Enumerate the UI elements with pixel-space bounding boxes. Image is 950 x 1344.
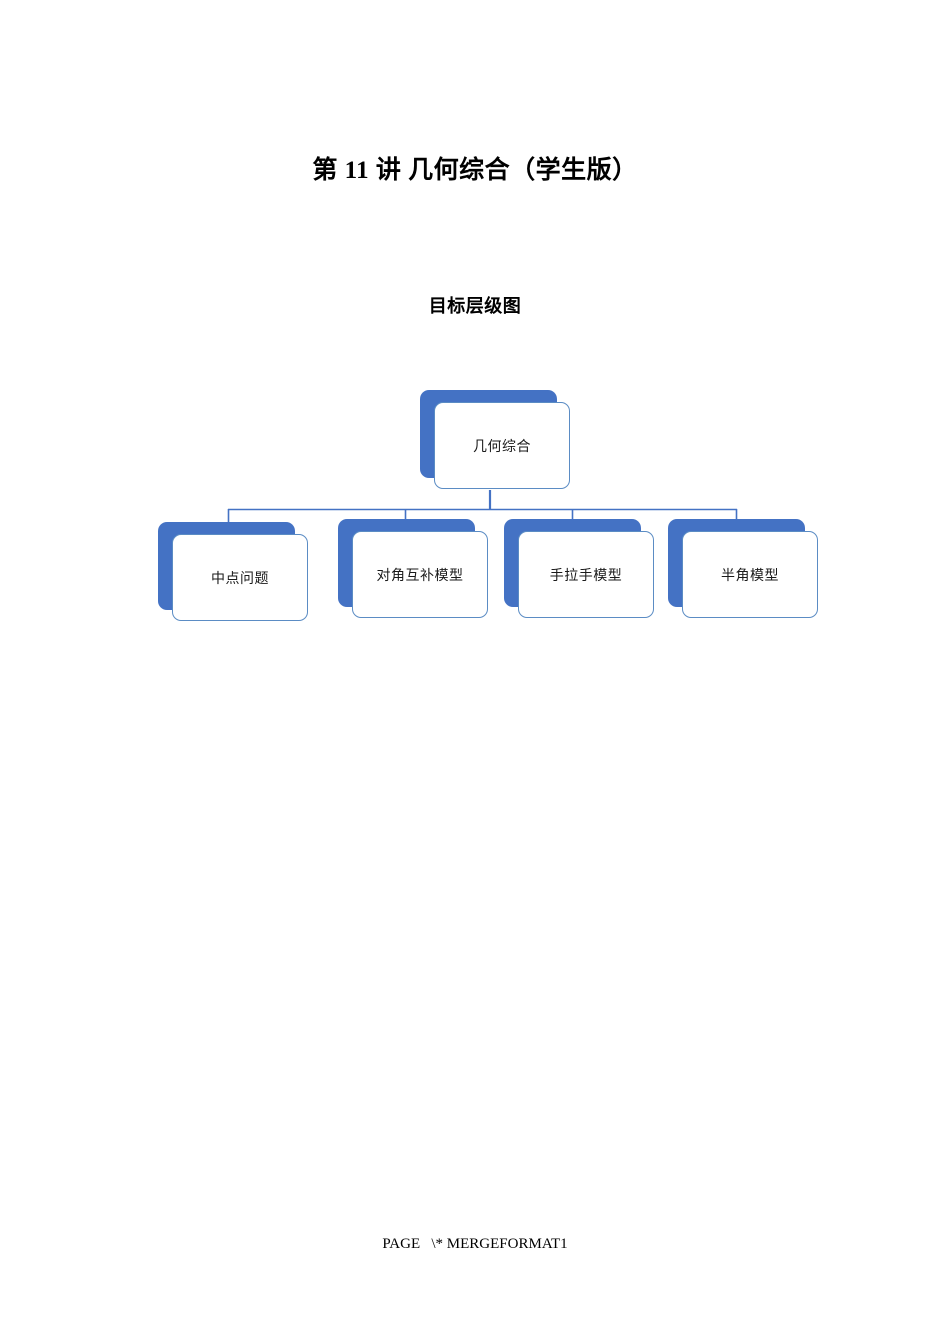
page-title: 第 11 讲 几何综合（学生版） [312,157,638,184]
node-label: 对角互补模型 [376,568,464,584]
page-footer-field: PAGE \* MERGEFORMAT1 [382,1236,568,1252]
node-face[interactable]: 对角互补模型 [352,531,488,618]
node-label: 中点问题 [211,571,269,587]
diagram-node-child-3[interactable]: 手拉手模型 [504,519,656,619]
node-face[interactable]: 半角模型 [682,531,818,618]
diagram-node-child-2[interactable]: 对角互补模型 [338,519,490,619]
node-face[interactable]: 几何综合 [434,402,570,489]
node-label: 手拉手模型 [549,568,623,584]
node-face[interactable]: 中点问题 [172,534,308,621]
section-subtitle: 目标层级图 [428,296,522,316]
diagram-node-child-1[interactable]: 中点问题 [158,522,310,622]
node-face[interactable]: 手拉手模型 [518,531,654,618]
node-label: 几何综合 [473,439,531,455]
diagram-node-root[interactable]: 几何综合 [420,390,572,490]
node-label: 半角模型 [721,568,779,584]
diagram-node-child-4[interactable]: 半角模型 [668,519,820,619]
